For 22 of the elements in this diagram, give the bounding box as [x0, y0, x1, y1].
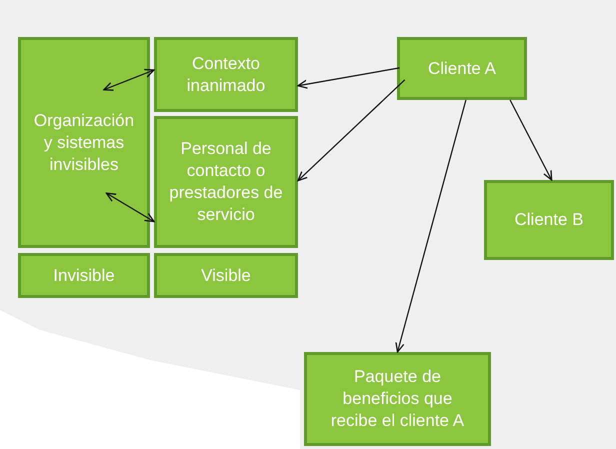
- process-box: [154, 116, 298, 248]
- arrow: [395, 100, 466, 353]
- box-label: Cliente A: [428, 58, 496, 80]
- box-label: Contexto inanimado: [186, 52, 266, 96]
- arrow: [103, 68, 155, 91]
- arrow: [106, 192, 155, 222]
- process-box: [484, 180, 614, 260]
- box-label: Organización y sistemas invisibles: [32, 110, 136, 176]
- process-box: [18, 253, 150, 298]
- box-label: Personal de contacto o prestadores de servicio: [169, 138, 283, 226]
- box-label: Invisible: [53, 264, 115, 286]
- arrow: [510, 100, 552, 181]
- process-box: [18, 37, 150, 248]
- process-box: [397, 37, 527, 100]
- box-label: Paquete de beneficios que recibe el cliente A: [330, 366, 466, 432]
- arrow: [297, 79, 406, 182]
- arrow: [297, 67, 400, 89]
- box-label: Cliente B: [514, 209, 584, 231]
- process-box: [304, 352, 491, 446]
- process-box: [154, 253, 298, 298]
- process-box: [154, 37, 298, 112]
- box-label: Visible: [201, 264, 251, 286]
